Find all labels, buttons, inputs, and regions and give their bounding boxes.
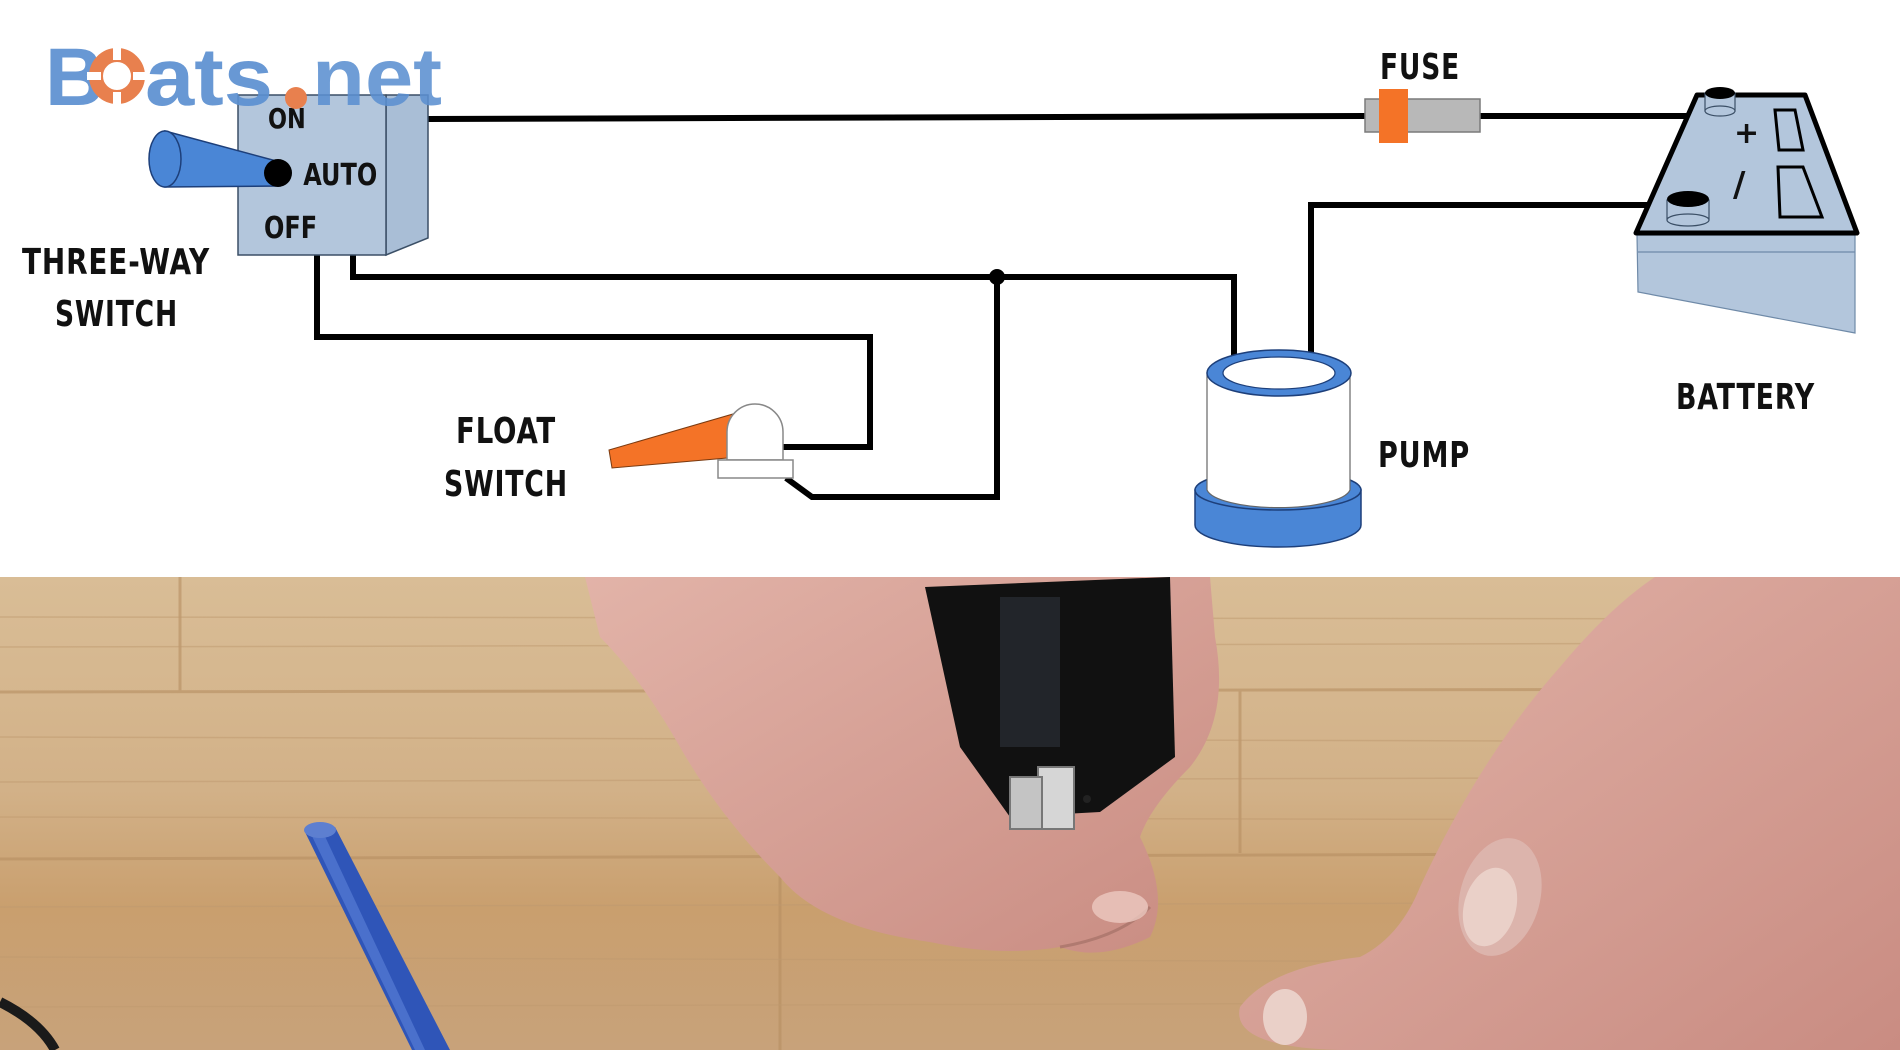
wiring-diagram-svg: ON AUTO OFF THREE-WAY SWITCH B ats net xyxy=(22,32,1860,548)
black-cable xyxy=(0,997,60,1050)
fuse-band xyxy=(1379,89,1408,143)
wire-battery-negative-to-pump xyxy=(1308,202,1648,355)
float-switch-label-line1: FLOAT xyxy=(456,411,556,452)
float-switch-base xyxy=(717,459,794,479)
battery-positive-terminal xyxy=(1704,87,1736,117)
float-switch xyxy=(608,403,794,479)
wires xyxy=(314,113,1690,500)
wire-switch-auto-to-float xyxy=(314,255,873,450)
float-switch-dome xyxy=(726,403,784,461)
fuse-label: FUSE xyxy=(1380,47,1460,88)
pump-label: PUMP xyxy=(1378,435,1470,476)
right-hand xyxy=(1239,577,1900,1050)
battery-slot-top xyxy=(1773,108,1805,152)
three-way-switch-label-line1: THREE-WAY xyxy=(22,242,210,283)
pump xyxy=(1194,349,1362,548)
three-way-switch: ON AUTO OFF xyxy=(148,94,429,257)
logo-dot xyxy=(285,87,307,109)
pump-body xyxy=(1206,372,1351,509)
boats-net-logo: B ats net xyxy=(45,32,442,123)
switch-toggle-end xyxy=(148,130,182,188)
battery-negative-symbol: / xyxy=(1733,165,1746,205)
video-photo-frame xyxy=(0,577,1900,1050)
lifebuoy-icon xyxy=(87,46,147,106)
battery: + / xyxy=(1633,87,1860,334)
switch-position-off: OFF xyxy=(264,211,317,245)
battery-front-panel xyxy=(1636,234,1856,334)
wiring-diagram: ON AUTO OFF THREE-WAY SWITCH B ats net xyxy=(22,32,1860,548)
switch-position-auto: AUTO xyxy=(303,158,377,192)
fuse xyxy=(1364,89,1481,143)
battery-positive-symbol: + xyxy=(1734,116,1759,151)
wire-switch-on-to-junction xyxy=(350,255,1237,360)
wire-float-to-junction xyxy=(784,277,1000,500)
switch-pivot xyxy=(264,159,292,187)
photo-svg xyxy=(0,577,1900,1050)
three-way-switch-label-line2: SWITCH xyxy=(55,294,178,335)
battery-label: BATTERY xyxy=(1676,377,1815,418)
logo-text-net: net xyxy=(312,32,442,123)
rocker-switch-photo xyxy=(925,577,1175,830)
wire-switch-to-fuse xyxy=(427,113,1366,122)
float-switch-lever xyxy=(608,413,734,469)
float-switch-label-line2: SWITCH xyxy=(444,464,568,505)
blue-pen xyxy=(304,822,450,1050)
logo-text-ats: ats xyxy=(145,32,273,123)
battery-negative-terminal xyxy=(1666,191,1710,227)
pump-top-opening xyxy=(1222,356,1336,390)
wire-junction-dot xyxy=(989,269,1005,285)
battery-slot-bottom xyxy=(1776,165,1825,219)
